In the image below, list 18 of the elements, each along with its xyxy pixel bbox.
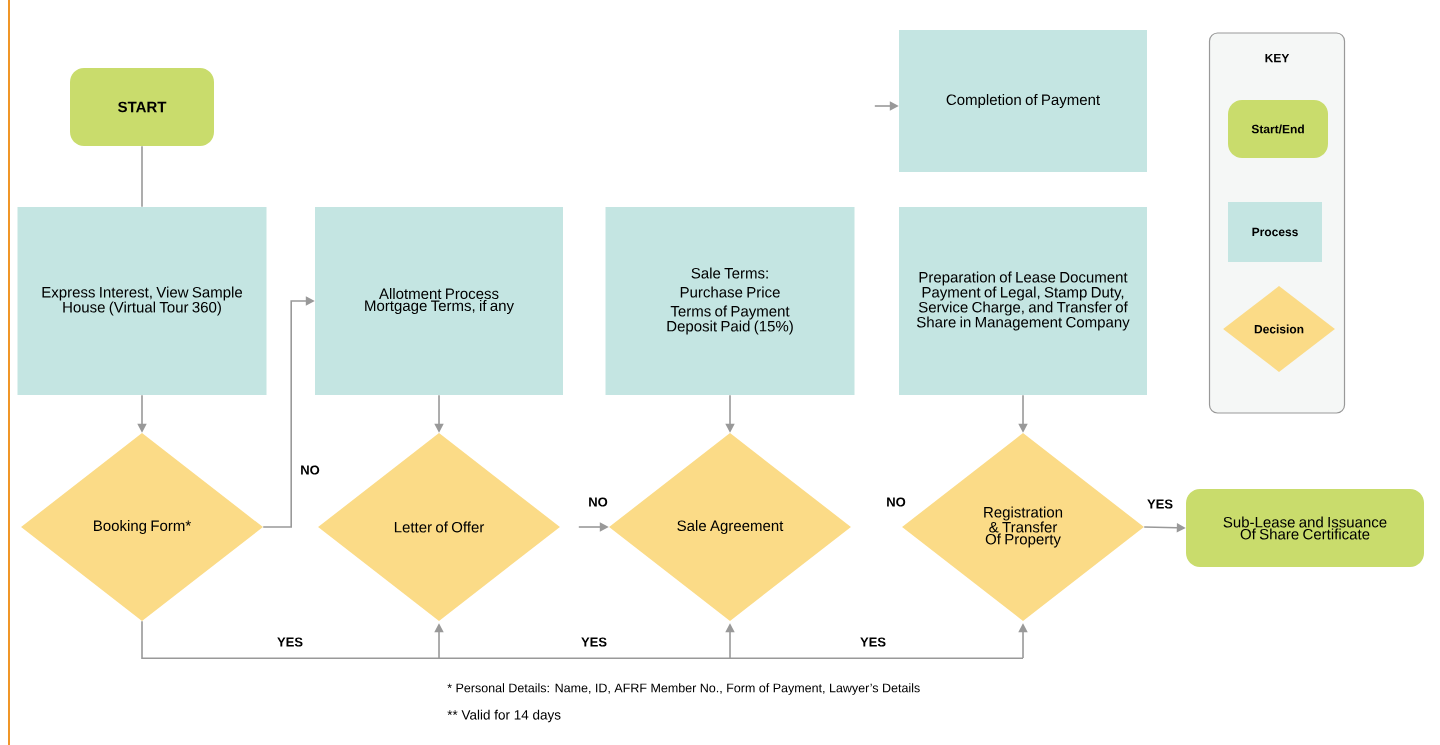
process-box: Express Interest, View Sample House (Virtual Tour 360) [17, 207, 267, 395]
process-box: Preparation of Lease Document Payment of Legal, Stamp Duty, Service Charge, and Transfer of Share in Management Company [899, 207, 1147, 395]
edge-label: NO [587, 496, 609, 508]
edge-label: YES [859, 636, 887, 648]
process-box: Completion of Payment [899, 30, 1147, 172]
process-box: Allotment Process Mortgage Terms, if any [315, 207, 563, 395]
terminal-box: Sub-Lease and Issuance Of Share Certificate [1186, 489, 1424, 567]
edge-label: YES [276, 636, 304, 648]
footnote: * Personal Details: Name, ID, AFRF Member No., Form of Payment, Lawyer’s Details [447, 683, 920, 695]
edge-label: YES [1146, 498, 1174, 510]
terminal-box: Start/End [1228, 100, 1328, 158]
process-box: Process [1228, 202, 1322, 262]
edge-label: YES [580, 636, 608, 648]
process-box: Sale Terms: Purchase Price Terms of Payment Deposit Paid (15%) [605, 207, 855, 395]
footnote: ** Valid for 14 days [447, 709, 561, 723]
connector-line [141, 620, 1024, 659]
terminal-box: START [70, 68, 214, 146]
edge-label: NO [299, 464, 321, 476]
